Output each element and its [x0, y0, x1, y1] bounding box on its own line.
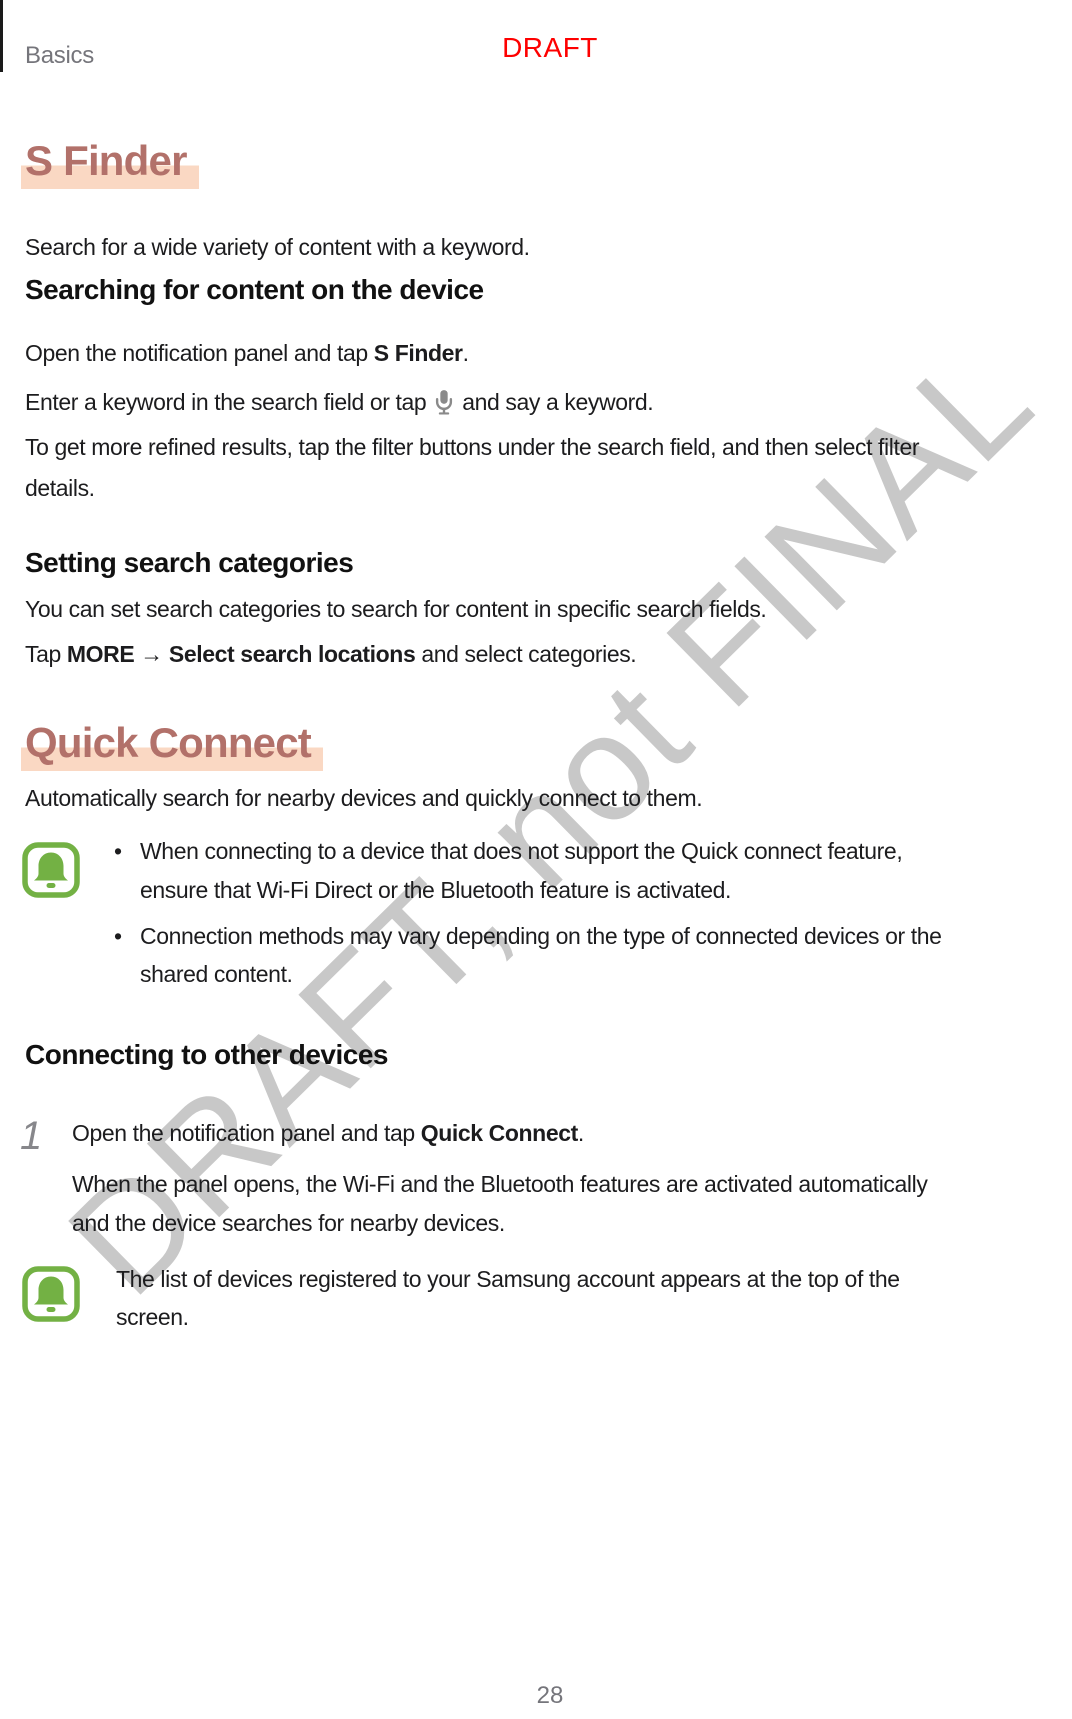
paragraph-tap-more: Tap MORE → Select search locations and s…	[25, 641, 637, 667]
page-number: 28	[536, 1682, 564, 1709]
s-finder-intro: Search for a wide variety of content wit…	[25, 234, 530, 260]
section-title-highlight: S Finder	[21, 140, 199, 189]
microphone-icon	[433, 388, 455, 420]
section-title-quick-connect: Quick Connect	[21, 722, 323, 771]
paragraph-open-panel: Open the notification panel and tap S Fi…	[25, 340, 469, 366]
paragraph-enter-keyword: Enter a keyword in the search field or t…	[25, 388, 654, 420]
note2-line2: screen.	[116, 1304, 189, 1330]
note2-line1: The list of devices registered to your S…	[116, 1266, 900, 1292]
section-title-highlight: Quick Connect	[21, 722, 323, 771]
notification-icon	[22, 842, 80, 898]
arrow-glyph: →	[134, 641, 169, 667]
paragraph-refined-line2: details.	[25, 475, 95, 501]
subheading-connecting-devices: Connecting to other devices	[25, 1039, 389, 1070]
paragraph-set-categories: You can set search categories to search …	[25, 596, 767, 622]
step1-para-line2: and the device searches for nearby devic…	[72, 1210, 505, 1236]
step-number: 1	[20, 1114, 43, 1158]
chapter-edge-bar	[0, 0, 3, 72]
note-bullet2-line2: shared content.	[140, 961, 293, 987]
bold-more: MORE	[66, 641, 135, 667]
step1-text: Open the notification panel and tap Quic…	[72, 1120, 584, 1146]
subheading-setting-categories: Setting search categories	[25, 547, 354, 578]
bold-quick-connect: Quick Connect	[420, 1120, 579, 1146]
notification-icon	[22, 1266, 80, 1322]
note-bullet1-line2: ensure that Wi-Fi Direct or the Bluetoot…	[140, 877, 731, 903]
bold-select-search-locations: Select search locations	[168, 641, 416, 667]
note-bullet2-line1: Connection methods may vary depending on…	[140, 923, 942, 949]
section-title-s-finder: S Finder	[21, 140, 199, 189]
chapter-label: Basics	[25, 42, 94, 69]
bold-s-finder: S Finder	[373, 340, 463, 366]
bullet-marker: •	[114, 838, 122, 864]
quick-connect-intro: Automatically search for nearby devices …	[25, 785, 703, 811]
draft-stamp: DRAFT	[502, 32, 598, 63]
step1-para-line1: When the panel opens, the Wi-Fi and the …	[72, 1171, 928, 1197]
note-bullet1-line1: When connecting to a device that does no…	[140, 838, 903, 864]
bullet-marker: •	[114, 923, 122, 949]
subheading-searching: Searching for content on the device	[25, 274, 484, 305]
paragraph-refined-line1: To get more refined results, tap the fil…	[25, 434, 920, 460]
